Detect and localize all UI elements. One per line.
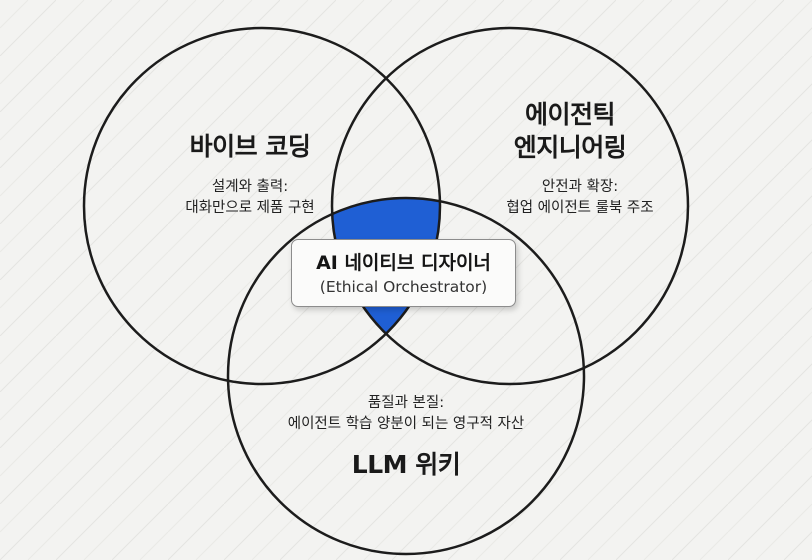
agentic-engineering-title-line1: 에이전틱	[524, 100, 616, 129]
agentic-engineering-label: 에이전틱 엔지니어링	[470, 98, 670, 164]
circle-llm-wiki	[226, 196, 586, 556]
llm-wiki-label: LLM 위키	[306, 448, 506, 481]
agentic-engineering-caption: 안전과 확장: 협업 에이전트 룰북 주조	[460, 177, 700, 219]
agentic-engineering-title-line2: 엔지니어링	[513, 133, 627, 162]
circle-vibe-coding	[82, 26, 442, 386]
vibe-coding-caption-line1: 설계와 출력:	[211, 179, 289, 195]
llm-wiki-caption-line2: 에이전트 학습 양분이 되는 영구적 자산	[287, 416, 525, 432]
center-subtitle: (Ethical Orchestrator)	[319, 278, 488, 296]
vibe-coding-title: 바이브 코딩	[189, 132, 311, 161]
circle-agentic-engineering	[330, 26, 690, 386]
center-title: AI 네이티브 디자이너	[316, 252, 491, 274]
agentic-engineering-caption-line2: 협업 에이전트 룰북 주조	[506, 200, 654, 216]
llm-wiki-caption: 품질과 본질: 에이전트 학습 양분이 되는 영구적 자산	[256, 393, 556, 435]
center-label-box: AI 네이티브 디자이너 (Ethical Orchestrator)	[291, 239, 516, 307]
vibe-coding-caption-line2: 대화만으로 제품 구현	[185, 200, 315, 216]
agentic-engineering-caption-line1: 안전과 확장:	[541, 179, 619, 195]
llm-wiki-title: LLM 위키	[351, 450, 461, 479]
vibe-coding-caption: 설계와 출력: 대화만으로 제품 구현	[135, 177, 365, 219]
llm-wiki-caption-line1: 품질과 본질:	[367, 395, 445, 411]
vibe-coding-label: 바이브 코딩	[150, 130, 350, 163]
